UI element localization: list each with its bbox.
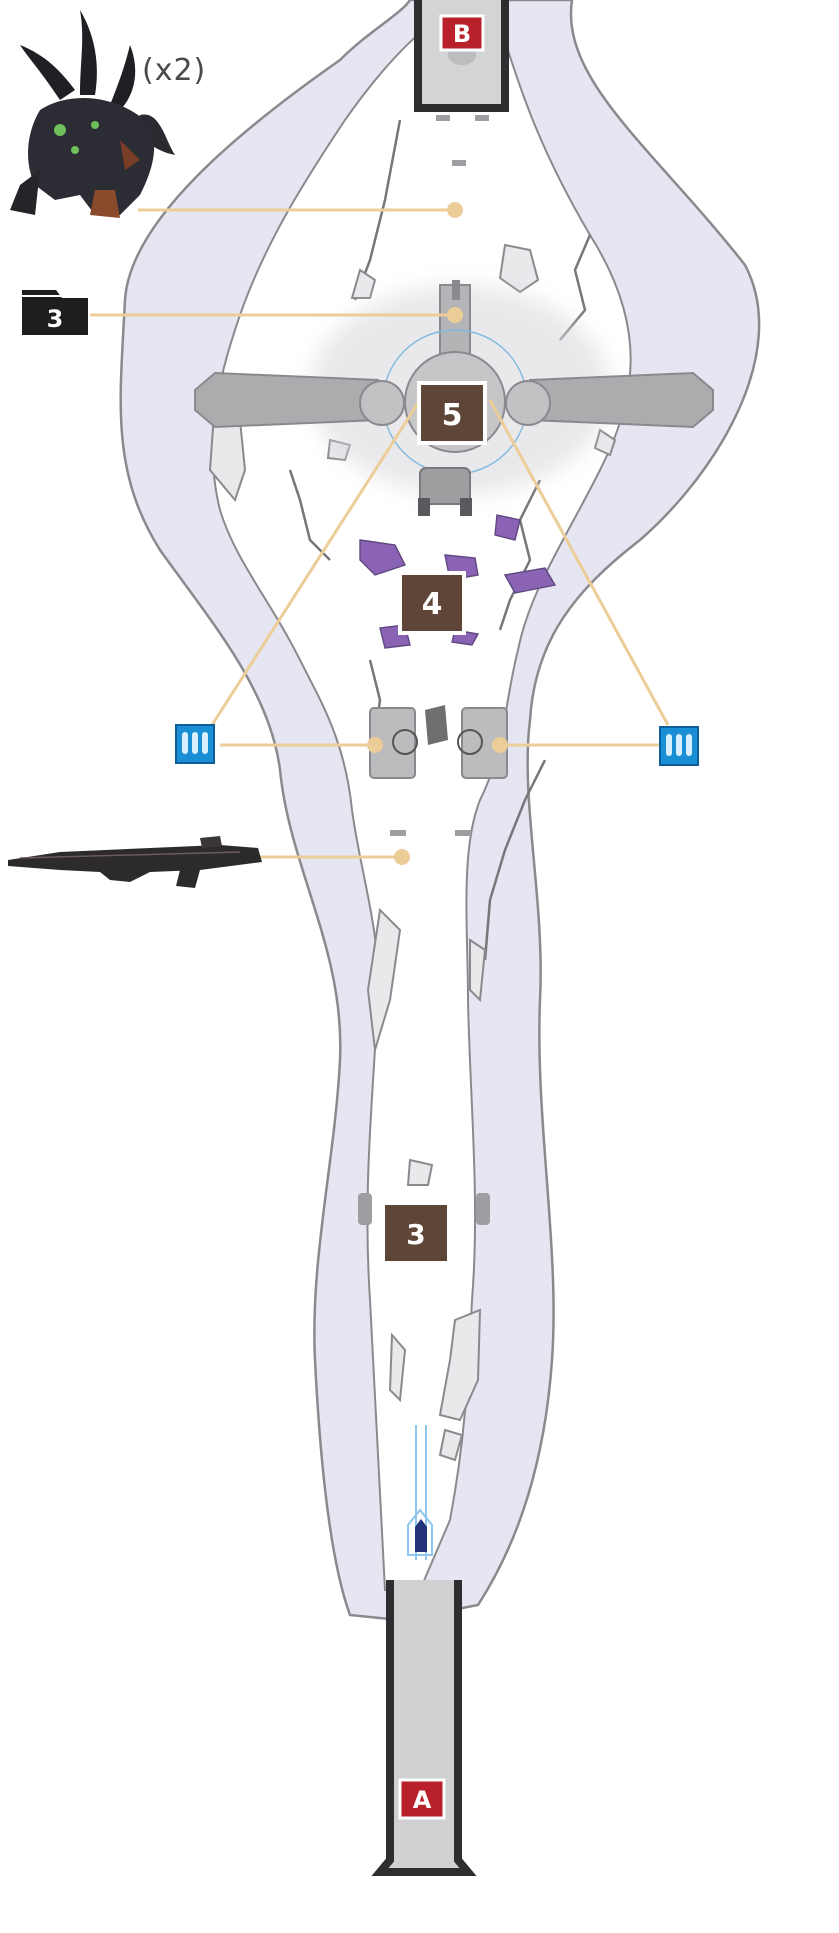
- folder-icon[interactable]: 3: [22, 290, 88, 335]
- start-marker-label: A: [413, 1786, 432, 1814]
- area-3-number: 3: [406, 1218, 425, 1251]
- start-marker-a[interactable]: A: [398, 1778, 446, 1820]
- area-marker-5[interactable]: 5: [417, 381, 487, 445]
- area-4-number: 4: [422, 587, 443, 622]
- ammo-crate-icon[interactable]: [175, 724, 215, 764]
- end-marker-label: B: [453, 20, 471, 48]
- ammo-gates: [369, 705, 508, 779]
- horned-alien-brute-icon[interactable]: [10, 10, 175, 218]
- enemy-count: (x2): [142, 53, 206, 88]
- rifle-weapon-icon[interactable]: [8, 836, 262, 888]
- callout-dots: [367, 202, 508, 865]
- callout-lines: [90, 208, 670, 859]
- area-marker-3[interactable]: 3: [385, 1205, 447, 1261]
- start-corridor: [371, 1580, 477, 1876]
- cliff-lines: [288, 119, 592, 961]
- ammo-crate-icon[interactable]: [659, 726, 699, 766]
- area-5-number: 5: [442, 398, 463, 433]
- walkable-area: [211, 24, 632, 1591]
- end-marker-b[interactable]: B: [439, 14, 485, 52]
- area-marker-4[interactable]: 4: [398, 571, 466, 635]
- collectible-number: 3: [47, 305, 64, 333]
- barriers: [358, 115, 490, 1225]
- player-arrow-icon: [407, 1425, 433, 1560]
